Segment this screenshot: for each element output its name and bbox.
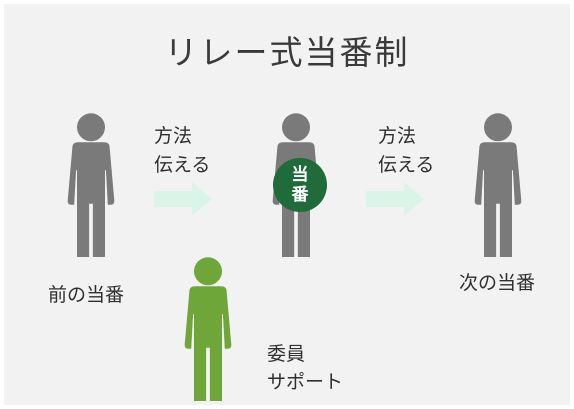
arrow-2-icon xyxy=(366,182,424,216)
duty-badge-char-1: 当 xyxy=(291,165,309,185)
diagram-title: リレー式当番制 xyxy=(164,33,410,72)
duty-badge-char-2: 番 xyxy=(291,185,309,205)
previous-duty-label: 前の当番 xyxy=(48,284,125,306)
arrow-2-text-line1: 方法 xyxy=(378,125,417,147)
next-duty-label: 次の当番 xyxy=(459,272,536,294)
arrow-1-text-line1: 方法 xyxy=(154,125,193,147)
committee-person-icon xyxy=(180,256,236,406)
next-duty-person-icon xyxy=(470,108,526,266)
arrow-2-text-line2: 伝える xyxy=(378,154,435,176)
previous-duty-person-icon xyxy=(63,108,119,266)
duty-badge: 当 番 xyxy=(273,158,327,212)
arrow-1-icon xyxy=(154,182,212,216)
committee-label-line2: サポート xyxy=(267,371,344,393)
committee-label-line1: 委員 xyxy=(267,343,306,365)
arrow-1-text-line2: 伝える xyxy=(154,154,211,176)
